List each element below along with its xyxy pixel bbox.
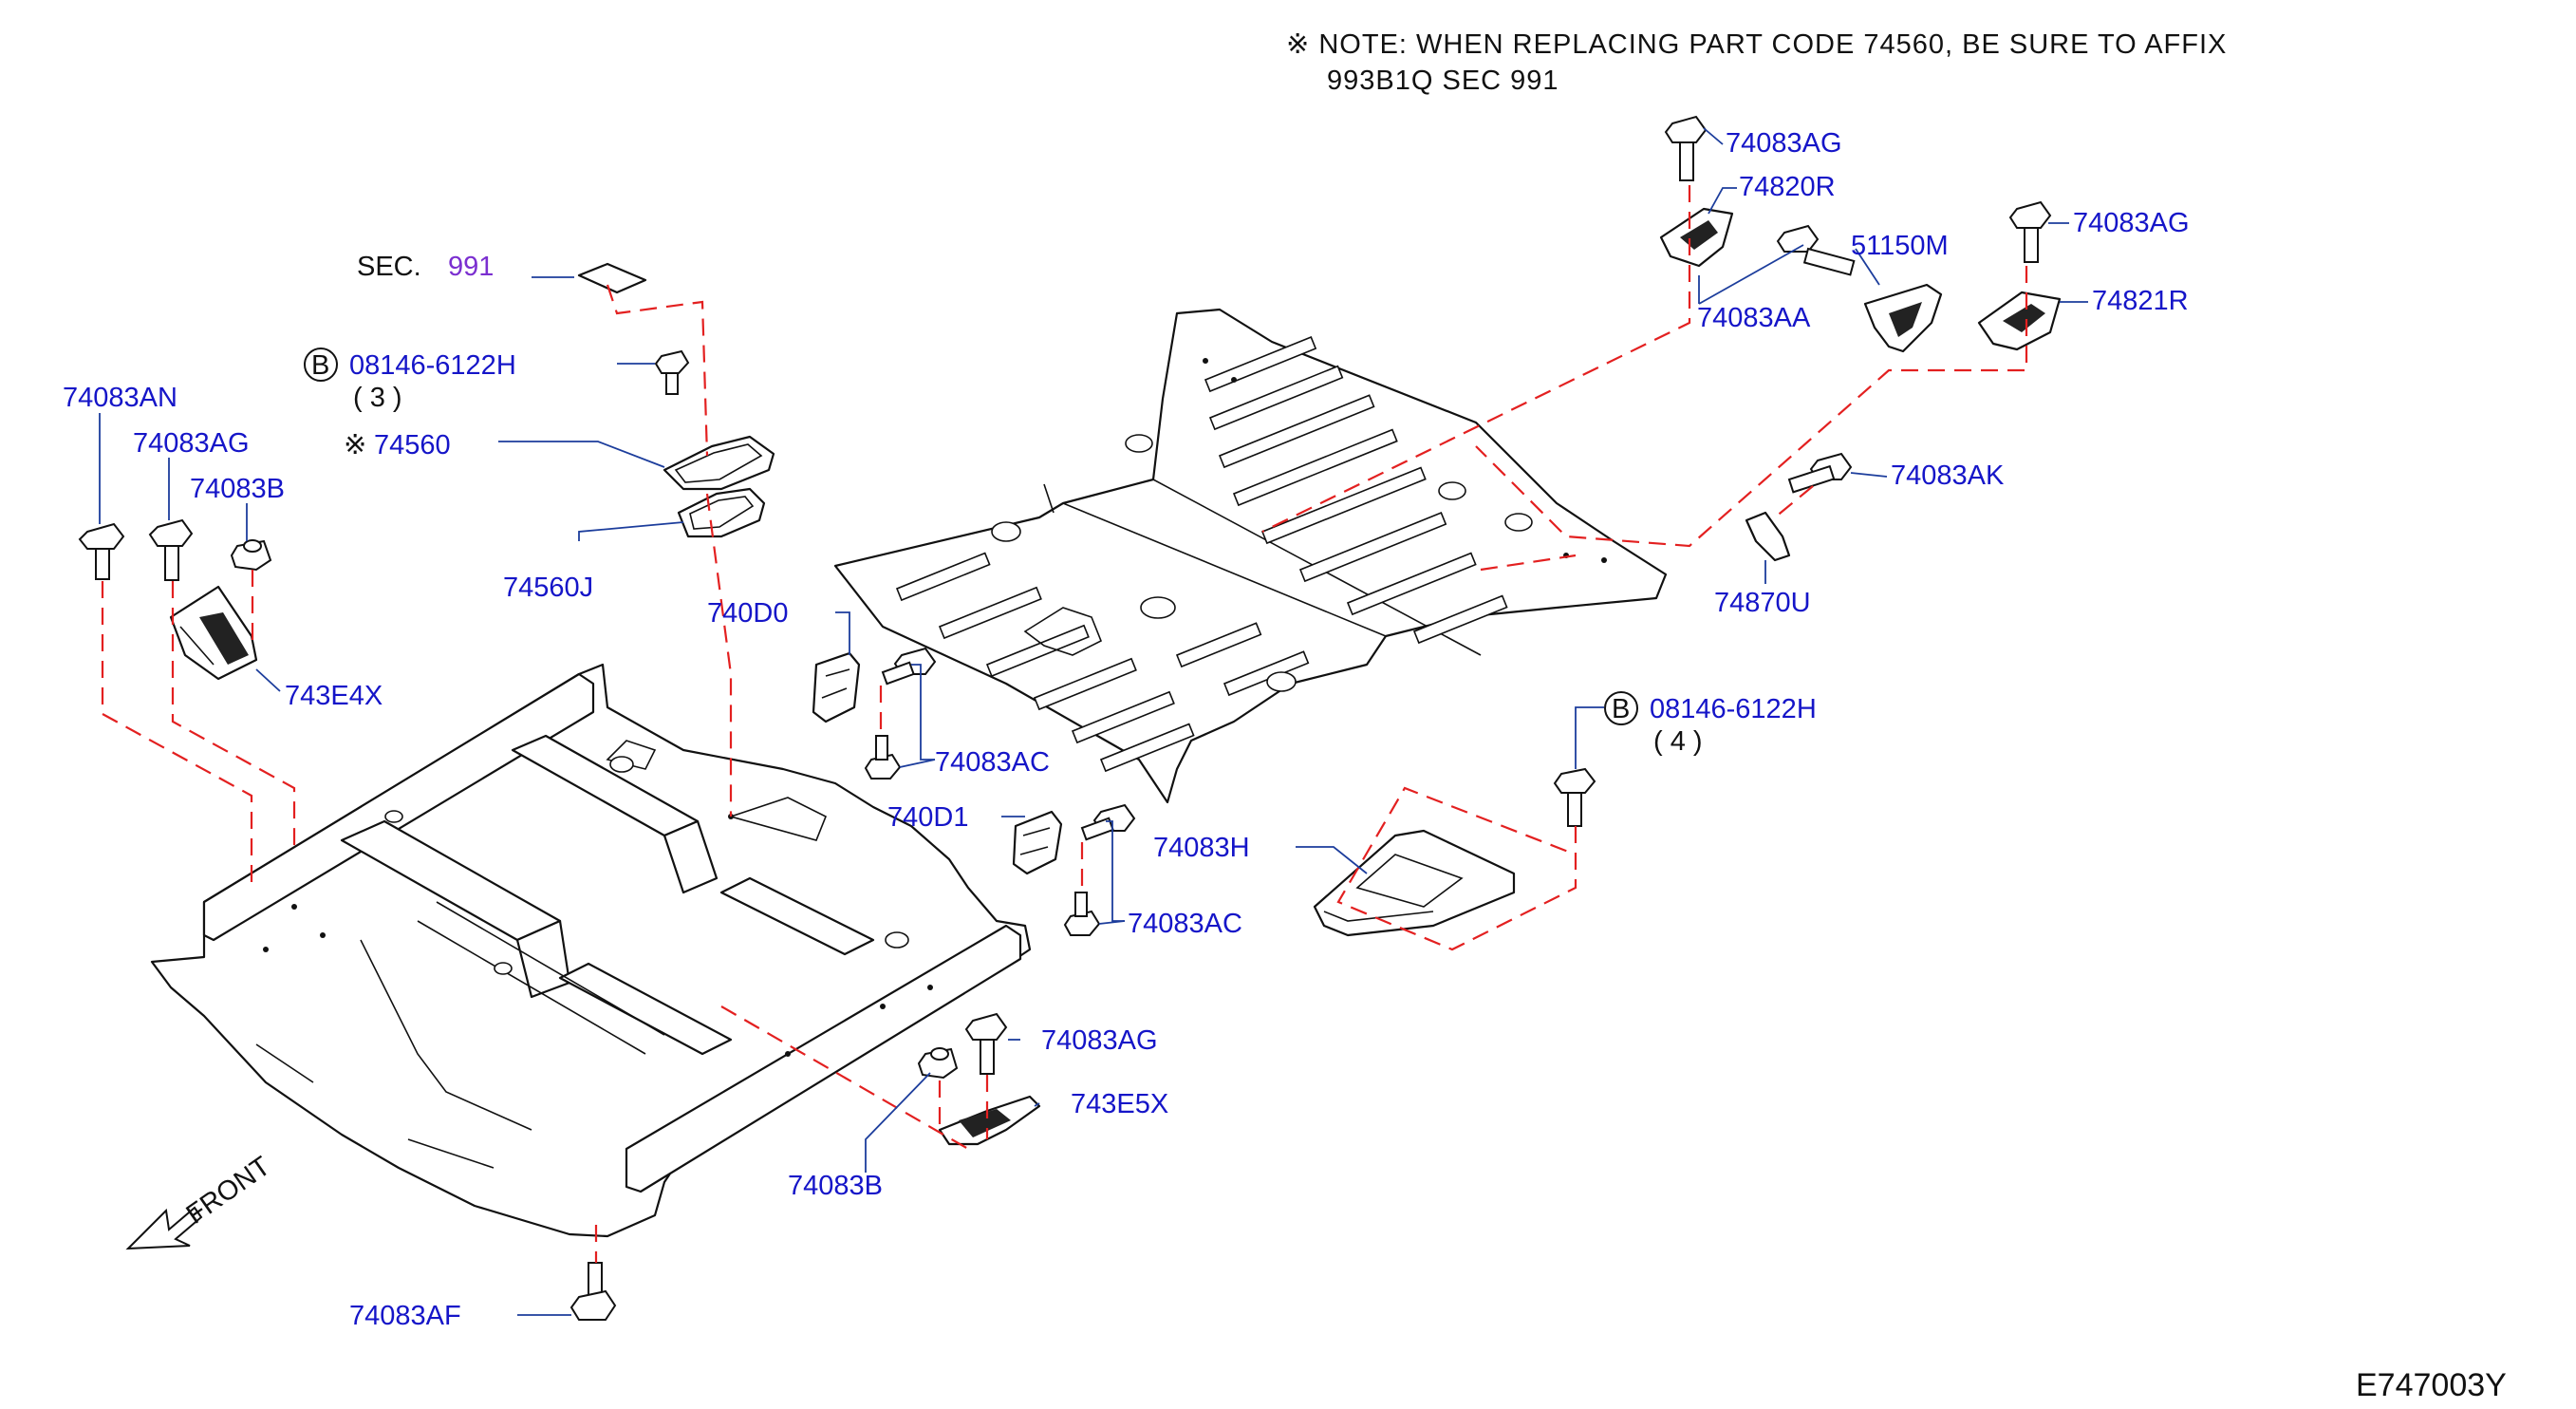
leader-lines — [99, 127, 2088, 1316]
bolt-74083AC-upper-b — [864, 735, 902, 780]
label-74560: 74560 — [374, 430, 451, 460]
nut-74083B-top — [230, 539, 272, 572]
label-74083AC-lower: 74083AC — [1128, 909, 1242, 939]
part-74821R-bracket — [1977, 291, 2062, 351]
part-74083H-cover — [1313, 829, 1516, 937]
note-line-1: ※ NOTE: WHEN REPLACING PART CODE 74560, … — [1286, 29, 2227, 60]
part-74820R-bracket — [1659, 207, 1734, 268]
label-74083B-bottom: 74083B — [788, 1171, 883, 1201]
front-floor-panel — [150, 663, 1032, 1238]
label-74083AC-upper: 74083AC — [935, 747, 1050, 778]
bolt-74083AA — [1776, 224, 1856, 276]
label-74083H: 74083H — [1153, 833, 1250, 863]
label-74560-mark: ※ — [344, 430, 366, 460]
label-patch — [577, 262, 647, 294]
bolt-74083AK — [1787, 452, 1853, 494]
part-743E5X-bracket — [938, 1095, 1041, 1146]
part-743E4X-bracket — [169, 585, 258, 681]
label-74083AG-top: 74083AG — [1726, 128, 1842, 159]
label-74820R: 74820R — [1739, 172, 1836, 202]
sec-prefix: SEC. — [357, 252, 421, 282]
sec-number: 991 — [448, 252, 494, 282]
part-740D0-bracket — [812, 651, 861, 723]
callout-code: 08146-6122H — [349, 350, 516, 381]
label-74083AK: 74083AK — [1891, 460, 2005, 491]
label-74870U: 74870U — [1714, 588, 1811, 618]
bolt-74083AC-lower-b — [1063, 892, 1101, 936]
callout-qty: ( 3 ) — [353, 383, 402, 413]
part-74560J-gasket — [677, 487, 766, 538]
label-740D0: 740D0 — [707, 598, 788, 629]
nut-74083B-bottom — [917, 1047, 959, 1080]
diagram-id: E747003Y — [2356, 1367, 2507, 1403]
label-74083B-top: 74083B — [190, 474, 285, 504]
label-743E4X: 743E4X — [285, 681, 383, 711]
bolt-74083AC-lower-a — [1080, 803, 1136, 841]
front-arrow: FRONT — [125, 1151, 276, 1250]
assembly-lines — [101, 185, 2028, 1263]
label-743E5X: 743E5X — [1071, 1089, 1168, 1119]
label-74821R: 74821R — [2092, 286, 2189, 316]
bolt-74083AC-upper-a — [881, 647, 937, 686]
label-74083AA: 74083AA — [1697, 303, 1811, 333]
rear-floor-panel — [833, 308, 1668, 804]
callout-circle-letter: B — [1612, 694, 1630, 724]
part-74870U-clip — [1745, 511, 1791, 562]
label-74083AG-bottom: 74083AG — [1041, 1025, 1158, 1056]
label-74083AF: 74083AF — [349, 1301, 461, 1331]
bolt-74083AF — [569, 1262, 617, 1321]
callout-circle-letter: B — [311, 350, 329, 381]
label-74083AN: 74083AN — [63, 383, 177, 413]
front-label: FRONT — [181, 1151, 276, 1231]
bolt-74083AG-top — [1664, 115, 1708, 181]
label-74083AG-right: 74083AG — [2073, 208, 2190, 238]
bolt-08146-6122H-b — [1553, 767, 1596, 827]
callout-08146-6122H-qty4: B 08146-6122H ( 4 ) — [1604, 691, 1817, 757]
bolt-08146-6122H-a — [654, 349, 690, 395]
bolt-74083AG-left — [148, 518, 194, 581]
callout-08146-6122H-qty3: B 08146-6122H ( 3 ) — [304, 348, 516, 413]
rear-floor-ribs — [895, 336, 1508, 773]
part-51150M-bracket — [1863, 283, 1943, 353]
label-51150M: 51150M — [1851, 231, 1949, 261]
bolt-74083AG-bottom — [964, 1012, 1008, 1075]
label-74560J: 74560J — [503, 573, 593, 603]
bolt-74083AN — [78, 522, 125, 580]
part-740D1-bracket — [1012, 810, 1063, 875]
part-74560-seal — [663, 435, 775, 491]
note-line-2: 993B1Q SEC 991 — [1327, 66, 1559, 96]
callout-code: 08146-6122H — [1650, 694, 1817, 724]
bolt-74083AG-right — [2008, 200, 2052, 263]
label-740D1: 740D1 — [887, 802, 968, 833]
callout-qty: ( 4 ) — [1653, 726, 1703, 757]
label-74083AG-left: 74083AG — [133, 428, 250, 459]
